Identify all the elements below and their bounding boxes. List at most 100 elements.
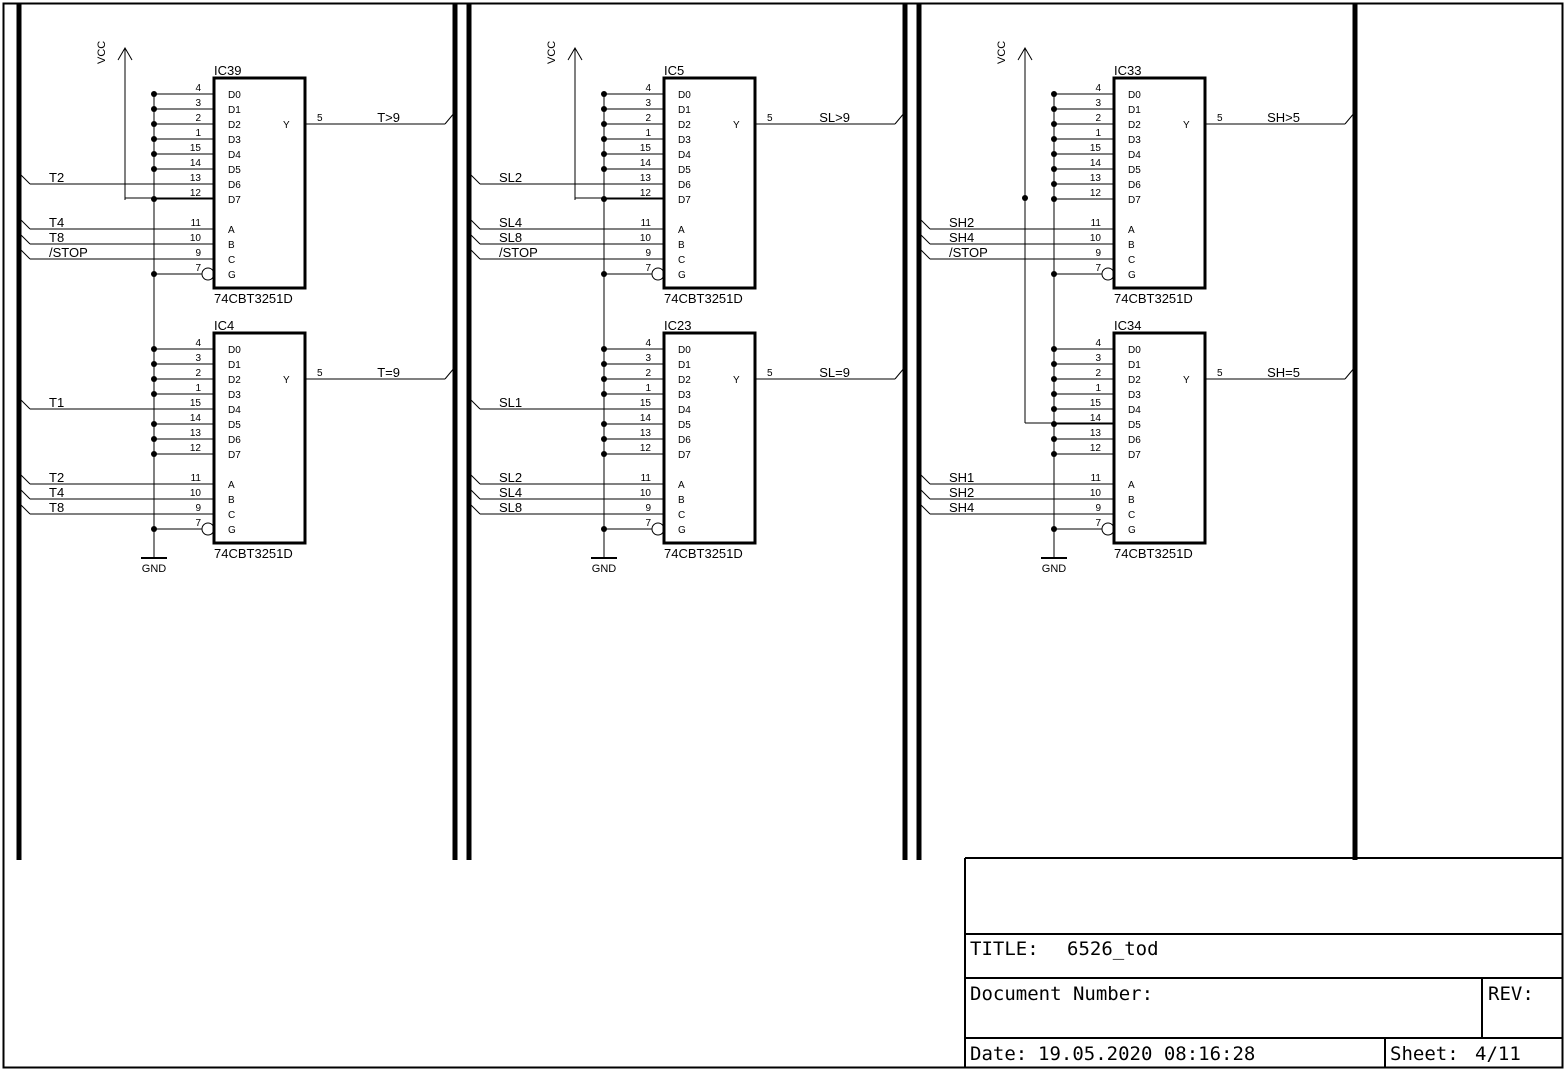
pin-number: 15 [190,143,202,154]
pin-number: 12 [1090,188,1102,199]
pin-number: 14 [1090,413,1102,424]
pin-name-y: Y [733,375,740,386]
select-entry [19,488,31,500]
select-entry [469,503,481,515]
select-entry [919,503,931,515]
chip-upper: IC574CBT3251D4D03D12D21D315D414D513D612D… [469,63,906,306]
pin-name-g: G [228,525,236,536]
ic-name: IC34 [1114,318,1141,333]
select-entry [19,248,31,260]
pin-number: 4 [645,83,651,94]
pin-number: 9 [195,248,201,259]
junction-dot [601,391,607,397]
pin-name-d3: D3 [228,390,241,401]
pin-number: 7 [195,518,201,529]
ic-name: IC4 [214,318,234,333]
ic-value: 74CBT3251D [1114,291,1193,306]
pin-name-d1: D1 [1128,360,1141,371]
select-net-label: SL2 [499,470,522,485]
pin-name-d0: D0 [228,90,241,101]
pin-name-d6: D6 [228,180,241,191]
pin-number: 13 [190,173,202,184]
pin-name-d2: D2 [228,120,241,131]
select-net-label: SL8 [499,230,522,245]
pin-name-d4: D4 [228,150,241,161]
pin-name-d4: D4 [678,150,691,161]
pin-name-y: Y [1183,120,1190,131]
junction-dot [1051,346,1057,352]
junction-dot [601,376,607,382]
pin-number: 11 [641,218,652,229]
junction-dot [1051,196,1057,202]
chip-upper: IC3374CBT3251D4D03D12D21D315D414D513D612… [919,63,1356,306]
select-net-label: SL8 [499,500,522,515]
junction-dot [151,391,157,397]
junction-dot [601,196,607,202]
ic-name: IC39 [214,63,241,78]
output-net-label: SH=5 [1267,365,1300,380]
pin-number: 15 [1090,143,1102,154]
pin-name-a: A [678,480,685,491]
output-net-label: T=9 [377,365,400,380]
input-net-label: SL2 [499,170,522,185]
gnd-symbol: GND [591,557,617,575]
title-label: TITLE: [970,938,1039,960]
ic-value: 74CBT3251D [1114,546,1193,561]
output-net-label: SL>9 [819,110,850,125]
junction-dot [151,451,157,457]
vcc-label: VCC [996,41,1008,64]
junction-dot [151,136,157,142]
pin-number: 2 [195,368,201,379]
pin-number: 3 [195,353,201,364]
select-net-label: SH2 [949,215,974,230]
pin-number: 13 [190,428,202,439]
pin-name-d1: D1 [678,360,691,371]
pin-number: 2 [645,368,651,379]
pin-number: 13 [640,428,652,439]
pin-name-b: B [228,240,235,251]
schematic-content: VCCGNDIC3974CBT3251D4D03D12D21D315D414D5… [16,3,1358,860]
pin-name-d0: D0 [678,345,691,356]
pin-name-d7: D7 [1128,450,1141,461]
select-net-label: /STOP [49,245,88,260]
select-net-label: T8 [49,500,64,515]
pin-number: 11 [641,473,652,484]
pin-number: 4 [1095,83,1101,94]
pin-number: 11 [191,473,202,484]
pin-number: 9 [1095,503,1101,514]
pin-number: 9 [645,248,651,259]
output-entry [444,111,456,125]
gnd-label: GND [1042,563,1067,575]
pin-number: 7 [645,518,651,529]
pin-name-y: Y [283,120,290,131]
pin-name-c: C [678,510,685,521]
pin-number: 5 [767,113,773,124]
select-entry [919,218,931,230]
pin-number: 15 [640,398,652,409]
pin-name-d4: D4 [1128,405,1141,416]
date-value: 19.05.2020 08:16:28 [1038,1043,1255,1065]
pin-name-d6: D6 [1128,180,1141,191]
ic-value: 74CBT3251D [664,546,743,561]
pin-name-d7: D7 [678,195,691,206]
pin-number: 7 [1095,263,1101,274]
pin-number: 10 [640,233,652,244]
pin-name-d2: D2 [1128,120,1141,131]
pin-name-g: G [1128,525,1136,536]
pin-name-d5: D5 [678,420,691,431]
select-entry [19,233,31,245]
junction-dot [151,106,157,112]
input-entry [19,398,31,410]
date-label: Date: [970,1043,1027,1065]
ic-body [1112,331,1207,545]
pin-number: 9 [1095,248,1101,259]
inversion-bubble [1101,267,1115,281]
junction-dot [1051,526,1057,532]
pin-number: 14 [190,413,202,424]
pin-name-d3: D3 [228,135,241,146]
pin-name-d6: D6 [678,180,691,191]
junction-dot [1051,91,1057,97]
pin-number: 11 [191,218,202,229]
pin-number: 3 [1095,98,1101,109]
input-entry [469,173,481,185]
